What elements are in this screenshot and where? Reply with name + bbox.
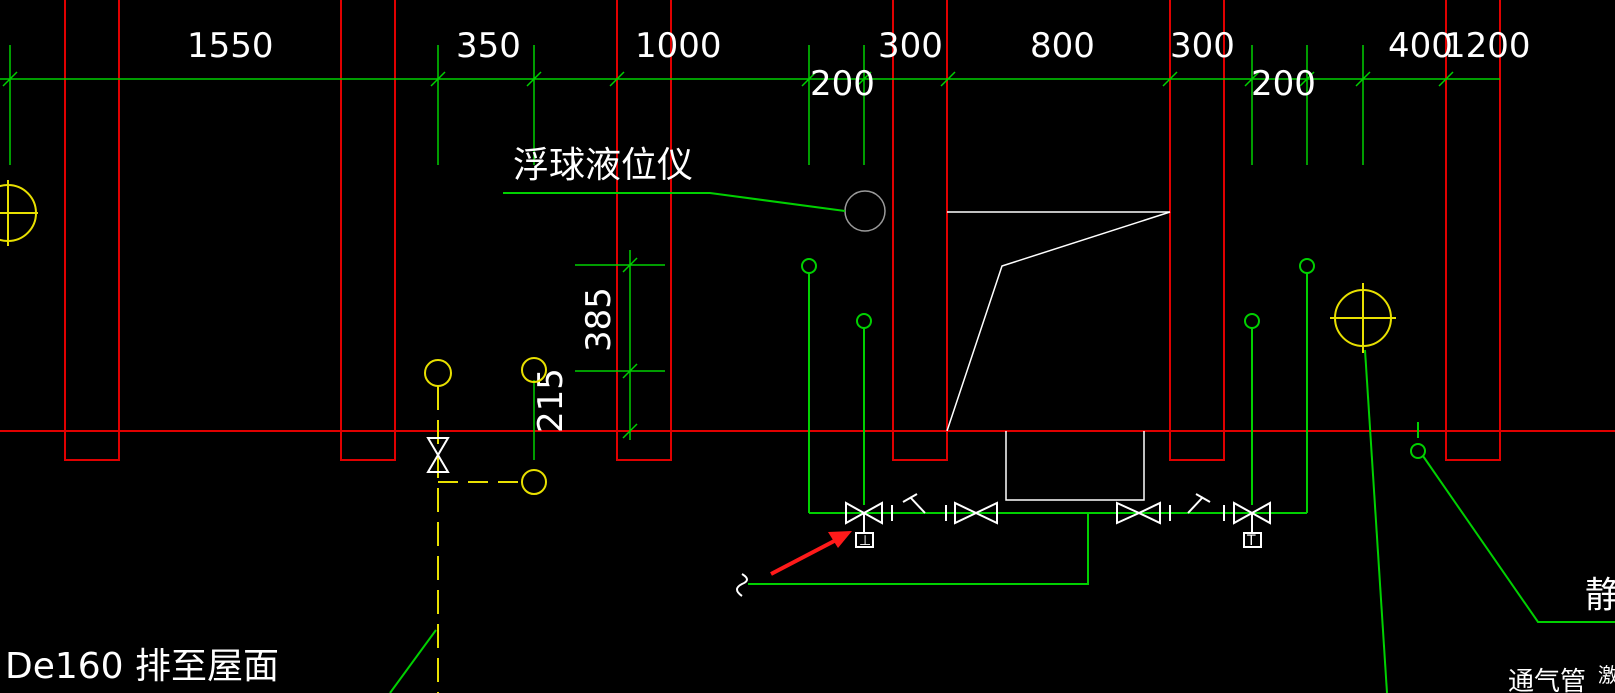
float-gauge-symbol[interactable] <box>844 190 886 232</box>
green-piping <box>389 192 1615 693</box>
pipe-end-top-left <box>424 359 452 387</box>
label-vent-pipe: 通气管 <box>1508 667 1586 693</box>
dim-1200: 1200 <box>1444 26 1531 66</box>
check-symbol-2[interactable] <box>1169 493 1225 521</box>
check-symbol-1[interactable] <box>891 493 947 521</box>
static-leader <box>1422 455 1615 623</box>
pipe-end-lower-right <box>521 469 547 495</box>
dim-1000: 1000 <box>635 26 722 66</box>
valve-1[interactable] <box>845 501 883 548</box>
wall-column-5 <box>1169 0 1225 461</box>
static-marker <box>1410 443 1426 459</box>
wall-column-1 <box>64 0 120 461</box>
dim-800: 800 <box>1030 26 1095 66</box>
label-float-level-gauge: 浮球液位仪 <box>513 145 693 186</box>
riser-end-4 <box>1299 258 1315 274</box>
pipe-drain <box>748 513 1089 585</box>
dim-215: 215 <box>531 368 571 433</box>
bowtie-valve-vertical[interactable] <box>426 437 450 473</box>
riser-end-3 <box>1244 313 1260 329</box>
pump-box <box>1005 431 1145 501</box>
vent-pipe-line <box>1364 349 1388 693</box>
valve-4[interactable] <box>1233 501 1271 548</box>
exhaust-leader <box>389 629 437 693</box>
yellow-elements <box>0 180 1396 693</box>
dim-385: 385 <box>579 287 619 352</box>
float-gauge-leader <box>503 192 846 212</box>
red-arrow-annotation <box>770 531 852 576</box>
dim-200-a: 200 <box>810 64 875 104</box>
valve-1-tag-box <box>855 532 874 548</box>
valve-2[interactable] <box>954 501 998 525</box>
walls <box>0 0 1615 461</box>
pipe-end-top-right <box>521 357 547 383</box>
wall-column-4 <box>892 0 948 461</box>
pipe-break-symbol <box>736 573 748 597</box>
riser-end-2 <box>856 313 872 329</box>
wall-column-3 <box>616 0 672 461</box>
valve-3[interactable] <box>1116 501 1161 525</box>
dimension-texts: 1550 350 1000 300 800 300 400 1200 200 2… <box>187 26 1531 433</box>
valve-1-tag: ⊥ <box>859 533 871 549</box>
dim-1550: 1550 <box>187 26 274 66</box>
tank-slope-line <box>946 211 1171 432</box>
dim-400: 400 <box>1388 26 1453 66</box>
dim-200-b: 200 <box>1251 64 1316 104</box>
dim-300-b: 300 <box>1170 26 1235 66</box>
label-partial-right: 激 <box>1598 663 1615 687</box>
valve-4-tag: T <box>1246 533 1256 549</box>
wall-column-6 <box>1445 0 1501 461</box>
dimension-lines <box>0 45 1500 460</box>
valve-4-tag-box <box>1243 532 1262 548</box>
white-geometry <box>844 190 1171 501</box>
dim-300-a: 300 <box>878 26 943 66</box>
label-exhaust-to-roof: De160 排至屋面 <box>5 646 279 687</box>
riser-end-1 <box>801 258 817 274</box>
valve-group <box>736 493 1271 597</box>
wall-column-2 <box>340 0 396 461</box>
dim-350: 350 <box>456 26 521 66</box>
label-partial-static: 静 <box>1585 575 1615 616</box>
